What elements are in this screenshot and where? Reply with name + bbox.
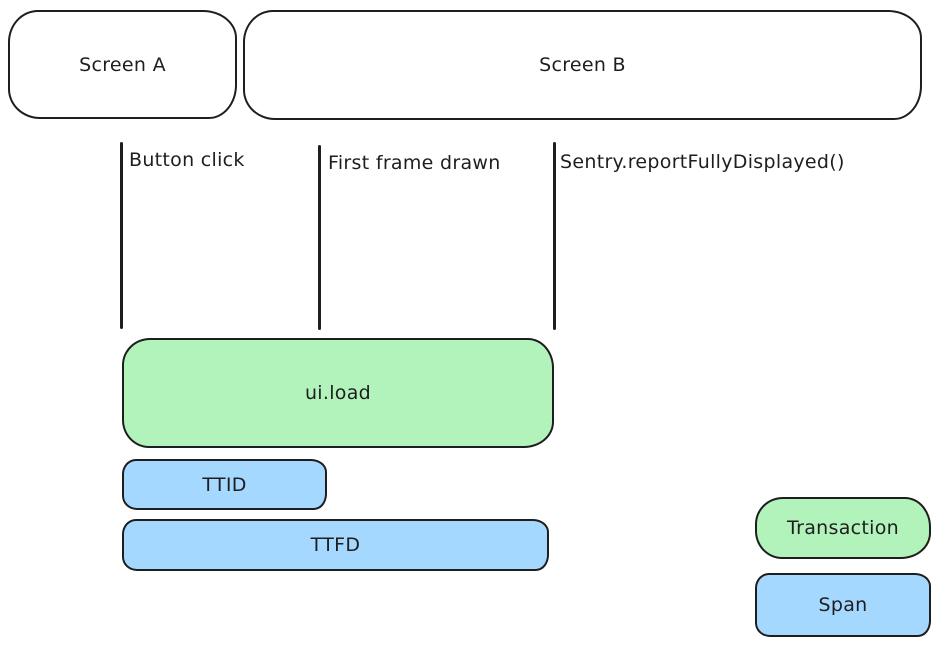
legend-transaction-label: Transaction: [787, 517, 899, 539]
legend-span-label: Span: [818, 594, 868, 616]
screen-b-box: Screen B: [243, 10, 922, 120]
report-fully-displayed-marker-line: [553, 142, 556, 330]
first-frame-drawn-marker-line: [318, 145, 321, 330]
button-click-label: Button click: [129, 149, 245, 171]
ttfd-label: TTFD: [310, 534, 361, 556]
screen-a-label: Screen A: [79, 53, 166, 76]
screen-b-label: Screen B: [539, 54, 626, 76]
button-click-marker-line: [120, 142, 123, 329]
legend-transaction-box: Transaction: [755, 497, 931, 559]
ttid-label: TTID: [202, 473, 247, 496]
screen-a-box: Screen A: [8, 10, 237, 119]
first-frame-drawn-label: First frame drawn: [328, 152, 501, 174]
ttid-span-bar: TTID: [122, 459, 327, 510]
ttfd-span-bar: TTFD: [122, 519, 549, 571]
report-fully-displayed-label: Sentry.reportFullyDisplayed(): [560, 151, 845, 173]
ui-load-label: ui.load: [304, 382, 372, 404]
ui-load-transaction-bar: ui.load: [122, 338, 554, 448]
legend-span-box: Span: [755, 573, 931, 637]
